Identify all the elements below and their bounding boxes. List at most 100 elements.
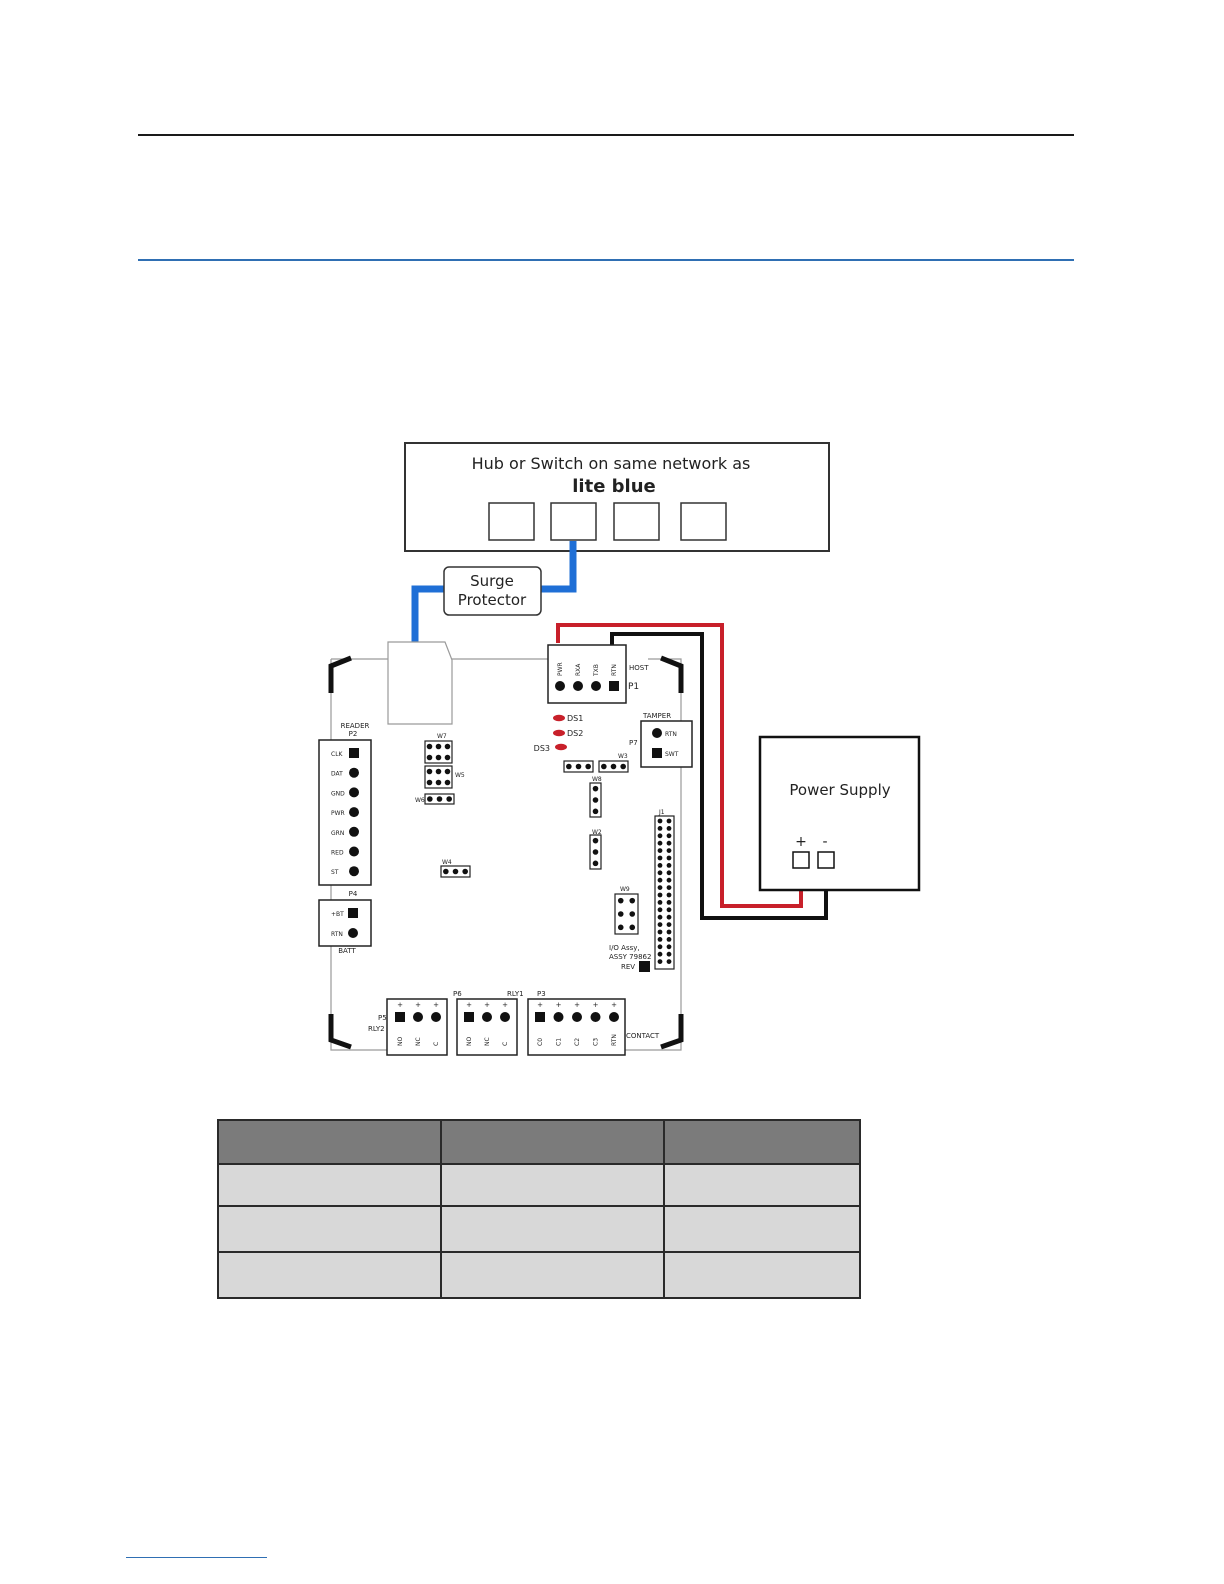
host-pin <box>591 681 601 691</box>
j1-pin <box>657 944 663 950</box>
surge-protector: Surge Protector <box>443 566 542 616</box>
jumper-label: W6 <box>415 797 425 804</box>
j1-pin <box>657 885 663 890</box>
j1-pin <box>666 937 672 942</box>
jumper-pin <box>575 763 582 770</box>
terminal-pin <box>482 1012 492 1022</box>
jumper-label: J1 <box>658 809 665 816</box>
pin-mark: + <box>574 1001 580 1009</box>
host-title: HOST <box>629 664 649 672</box>
tamper-pin <box>652 728 662 738</box>
hub-product-label: lite blue <box>572 476 656 497</box>
p3-sub: CONTACT <box>626 1032 660 1040</box>
surge-label-1: Surge <box>470 572 514 590</box>
table-row <box>217 1251 861 1299</box>
jumper-pin <box>592 797 599 803</box>
terminal-pin-label: C2 <box>574 1038 581 1046</box>
wiring-diagram: Hub or Switch on same network as lite bl… <box>318 442 921 1056</box>
jumper-pin <box>610 763 617 770</box>
terminal-pin-label: RTN <box>611 1034 618 1046</box>
pin-mark: + <box>484 1001 490 1009</box>
plus-terminal <box>792 851 810 869</box>
power-supply: Power Supply + - <box>758 735 921 892</box>
terminal-pin <box>500 1012 510 1022</box>
tamper-pin-label: RTN <box>665 731 677 738</box>
jumper-label: W8 <box>592 776 602 783</box>
jumper-pin <box>426 779 433 786</box>
host-pin <box>555 681 565 691</box>
jumper-pin <box>435 743 442 750</box>
pin-mark: + <box>593 1001 599 1009</box>
p4-pin <box>348 908 358 918</box>
reader-pin <box>349 846 359 857</box>
jumper-pin <box>443 868 449 875</box>
p5-conn: P5 <box>378 1014 387 1022</box>
hub-switch: Hub or Switch on same network as lite bl… <box>404 442 830 552</box>
j1-pin <box>657 870 663 876</box>
terminal-pin-label: C3 <box>593 1038 600 1046</box>
table-row <box>217 1205 861 1253</box>
terminal-pin <box>572 1012 582 1022</box>
j1-pin <box>666 840 672 846</box>
tamper-title: TAMPER <box>642 712 671 720</box>
jumper-pin <box>617 897 624 904</box>
jumper-pin <box>585 763 591 770</box>
host-connector <box>547 644 627 704</box>
j1-pin <box>657 937 663 942</box>
tamper-connector <box>640 720 693 768</box>
assy-line-3: REV <box>621 963 635 971</box>
jumper-pin <box>620 763 626 770</box>
hub-port-3 <box>613 502 660 541</box>
terminal-pin-label: NO <box>466 1037 473 1046</box>
power-supply-label: Power Supply <box>789 781 890 799</box>
power-wire-positive <box>556 623 803 908</box>
host-pin-label: PWR <box>557 662 564 676</box>
j1-pin <box>657 907 663 913</box>
p6-connector <box>456 998 518 1056</box>
terminal-pin-label: C0 <box>537 1038 544 1046</box>
j1-pin <box>657 833 663 839</box>
j1-pin <box>666 877 672 883</box>
jumper-pin <box>462 868 468 875</box>
jumper-pin <box>601 763 607 770</box>
table-cell <box>217 1163 442 1207</box>
tamper-pin-label: SWT <box>665 751 679 758</box>
table-cell <box>217 1251 442 1299</box>
j1-pin <box>657 900 663 905</box>
table-header-cell <box>663 1119 861 1165</box>
table-header-row <box>217 1119 861 1165</box>
reader-pin <box>349 748 359 758</box>
plus-terminal-label: + <box>795 834 807 850</box>
j1-pin <box>666 907 672 913</box>
p5-sub: RLY2 <box>368 1025 385 1033</box>
reader-pin-label: ST <box>331 869 339 876</box>
reader-pin-label: GRN <box>331 830 344 837</box>
terminal-pin <box>395 1012 405 1022</box>
p4-sub: BATT <box>338 947 356 955</box>
table-row <box>217 1163 861 1207</box>
jumper-pin <box>444 768 451 775</box>
reader-pin-label: PWR <box>331 810 345 817</box>
host-conn: P1 <box>628 682 639 692</box>
reader-title: READER <box>341 722 370 730</box>
network-cable-lower <box>411 585 444 642</box>
reader-pin-label: GND <box>331 790 345 797</box>
j1-pin <box>666 892 672 898</box>
j1-pin <box>657 877 663 883</box>
p4-pin <box>348 928 358 938</box>
jumper-pin <box>617 911 624 917</box>
reader-pin-label: RED <box>331 850 344 857</box>
terminal-pin-label: NO <box>397 1037 404 1046</box>
pin-mark: + <box>502 1001 508 1009</box>
pin-mark: + <box>466 1001 472 1009</box>
j1-pin <box>666 914 672 920</box>
terminal-pin <box>590 1012 601 1022</box>
jumper-pin <box>435 754 442 761</box>
hub-port-1 <box>488 502 535 541</box>
jumper-pin <box>592 785 599 792</box>
p3-conn: P3 <box>537 990 546 998</box>
j1-pin <box>666 951 672 957</box>
reader-pin-label: DAT <box>331 771 343 778</box>
led-label: DS1 <box>567 714 583 723</box>
